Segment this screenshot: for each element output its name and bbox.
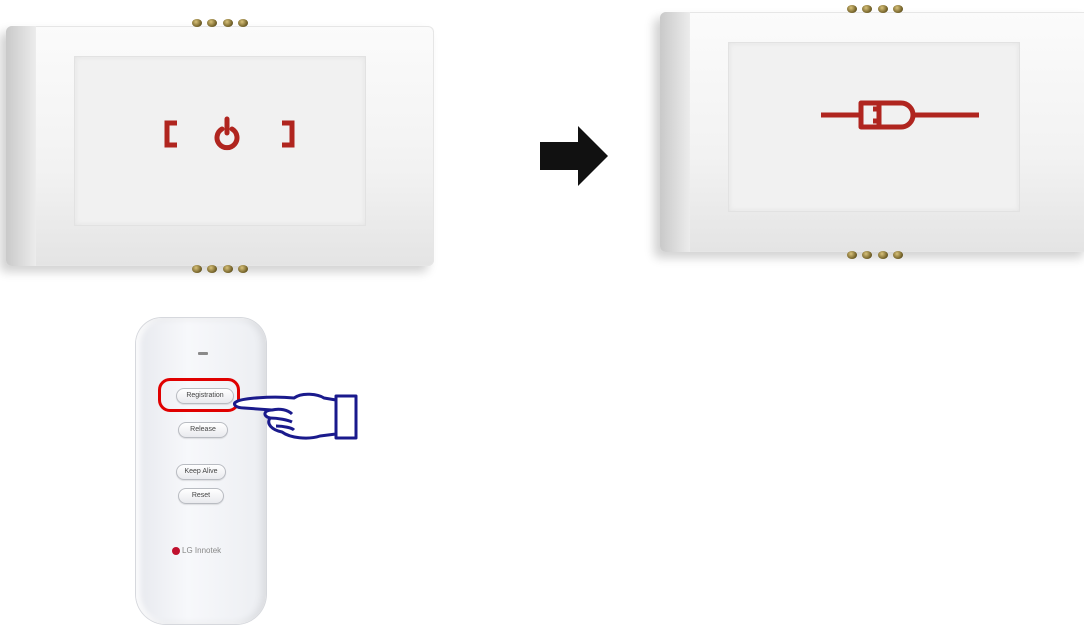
power-standby-icon xyxy=(75,57,365,225)
device-screen xyxy=(74,56,366,226)
connector-pins-bottom xyxy=(192,265,248,273)
remote-control: Registration Release Keep Alive Reset LG… xyxy=(136,318,266,624)
connected-plug-icon xyxy=(729,43,1019,211)
pointing-hand-icon xyxy=(232,388,362,444)
connector-pins-top xyxy=(192,19,248,27)
device-after xyxy=(660,12,1084,252)
device-before xyxy=(6,26,434,266)
registration-highlight xyxy=(158,378,240,412)
brand-logo: LG Innotek xyxy=(172,546,221,555)
keep-alive-button[interactable]: Keep Alive xyxy=(176,464,226,480)
brand-dot-icon xyxy=(172,547,180,555)
reset-button[interactable]: Reset xyxy=(178,488,224,504)
connector-pins-top xyxy=(847,5,903,13)
connector-pins-bottom xyxy=(847,251,903,259)
release-button[interactable]: Release xyxy=(178,422,228,438)
right-arrow-icon xyxy=(540,126,610,186)
device-side xyxy=(6,26,36,266)
device-side xyxy=(660,12,690,252)
status-led xyxy=(198,352,208,355)
device-screen xyxy=(728,42,1020,212)
brand-name: LG Innotek xyxy=(182,546,221,555)
